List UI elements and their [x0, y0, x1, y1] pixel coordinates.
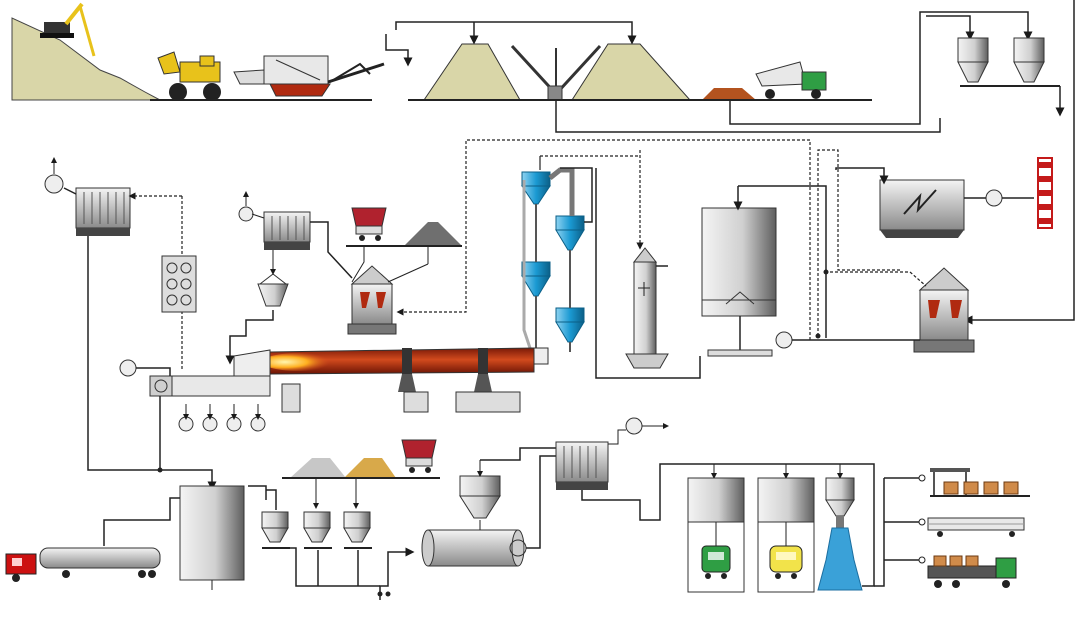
- coal-bin-icon: [225, 250, 289, 365]
- raw-silos-icon: [957, 0, 1075, 325]
- raw-storage-section: [385, 11, 1033, 133]
- cement-silo-icon: [757, 477, 815, 593]
- bag-filter-icon: [44, 157, 217, 491]
- vertical-mill-icon: [830, 267, 975, 353]
- gypsum-pile: [344, 458, 396, 478]
- bulk-truck-icon: [701, 545, 731, 579]
- coal-pile-icon: [404, 222, 462, 246]
- excavator-icon: [40, 2, 96, 57]
- cooler-fans: [178, 404, 266, 432]
- finish-section: [179, 417, 875, 600]
- fan-icon: [238, 206, 254, 222]
- pallet-icon: [930, 468, 1030, 497]
- crusher-icon: [233, 55, 331, 97]
- coal-section: [225, 191, 462, 365]
- flatbed-truck-icon: [927, 555, 1017, 588]
- electrostatic-filter-icon: [835, 167, 1034, 238]
- additive-truck-icon: [401, 439, 437, 473]
- homogenizing-silo-icon: [701, 185, 827, 357]
- ball-mill-icon: [421, 455, 556, 567]
- fan-icon: [625, 417, 643, 435]
- cyclone-stage: [521, 171, 551, 205]
- belt-conveyor-icon: [327, 62, 385, 84]
- tanker-truck-icon: [5, 497, 180, 582]
- clinker-silo-icon: [179, 485, 277, 590]
- slag-pile: [290, 458, 346, 478]
- stack-icon: [1037, 157, 1053, 229]
- fan-icon: [396, 139, 920, 349]
- conditioning-tower-icon: [595, 150, 701, 379]
- dispatch-section: [687, 464, 1030, 593]
- cyclone-stage: [555, 307, 585, 343]
- loading-lines: [874, 474, 926, 587]
- fan-icon: [44, 174, 64, 194]
- fan-icon: [985, 189, 1003, 207]
- kiln-flame: [262, 353, 338, 371]
- bag-filter-icon: [238, 191, 311, 250]
- coal-mill-icon: [310, 221, 397, 335]
- stockpile-icon: [423, 43, 521, 101]
- quarry-section: [11, 2, 385, 101]
- rail-wagon-icon: [769, 545, 803, 579]
- cyclone-stage: [555, 215, 585, 251]
- cyclone-preheater-icon: [521, 155, 640, 365]
- bag-filter-icon: [555, 417, 875, 521]
- fan-icon: [119, 359, 137, 377]
- clinker-cooler-icon: [119, 349, 271, 432]
- additive-bins-icon: [261, 439, 440, 600]
- quarry-hill: [11, 17, 161, 101]
- flat-wagon-icon: [927, 517, 1025, 537]
- coal-truck-icon: [351, 207, 387, 241]
- packer-icon: [817, 476, 875, 591]
- cement-silo-icon: [687, 477, 745, 593]
- dump-truck-icon: [755, 61, 827, 99]
- additive-pile: [702, 88, 756, 100]
- cyclone-stage: [521, 261, 551, 297]
- rotary-kiln-icon: [262, 347, 535, 413]
- wheel-loader-icon: [157, 51, 221, 101]
- stockpile-icon: [571, 43, 692, 101]
- separator-icon: [459, 447, 556, 530]
